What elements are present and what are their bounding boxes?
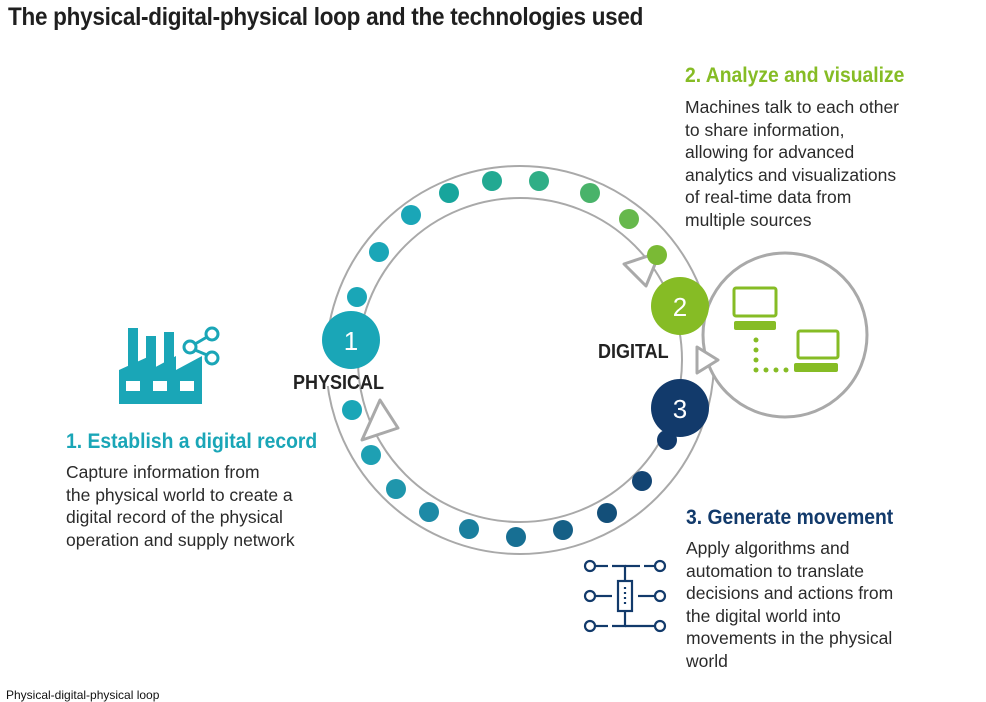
arrow-head-right bbox=[695, 345, 720, 375]
step-1-description: Capture information from the physical wo… bbox=[66, 462, 295, 550]
physical-label: PHYSICAL bbox=[293, 372, 385, 394]
arrow-head-left bbox=[360, 398, 400, 442]
connected-computers-icon bbox=[732, 286, 840, 373]
factory-share-icon bbox=[119, 326, 220, 404]
step-1-number: 1 bbox=[344, 326, 358, 356]
step-1-node: 1 bbox=[322, 311, 380, 369]
step-2-heading: 2. Analyze and visualize bbox=[685, 64, 905, 87]
step-3-number: 3 bbox=[673, 394, 687, 424]
digital-label: DIGITAL bbox=[598, 341, 669, 363]
step-3-node: 3 bbox=[651, 379, 709, 437]
loop-dots bbox=[342, 171, 677, 547]
step-2-number: 2 bbox=[673, 292, 687, 322]
digital-ring bbox=[701, 251, 869, 419]
page-title: The physical-digital-physical loop and t… bbox=[8, 3, 644, 31]
step-3-heading: 3. Generate movement bbox=[686, 506, 894, 529]
step-2-description: Machines talk to each other to share inf… bbox=[685, 97, 900, 230]
step-2-node: 2 bbox=[651, 277, 709, 335]
step-1-heading: 1. Establish a digital record bbox=[66, 430, 318, 453]
network-nodes-icon bbox=[583, 559, 667, 633]
step-3-description: Apply algorithms and automation to trans… bbox=[686, 538, 894, 671]
figure-caption: Physical-digital-physical loop bbox=[6, 688, 160, 702]
